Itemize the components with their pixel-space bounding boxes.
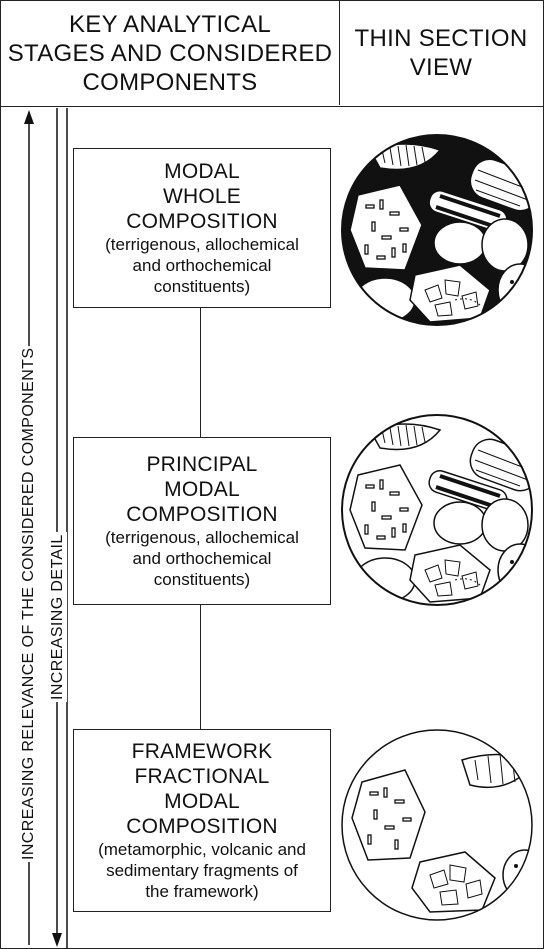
stage-2-title-line-1: PRINCIPAL: [146, 452, 257, 477]
stage-2-title-line-2: MODAL: [164, 477, 240, 502]
thin-section-modal-whole: [342, 135, 544, 325]
stage-3-title-line-1: FRAMEWORK: [132, 739, 273, 764]
stage-2-desc-line-2: and orthochemical: [133, 548, 272, 569]
thin-section-principal-modal: [342, 415, 544, 605]
stage-connector-2-3: [200, 605, 201, 729]
stage-box-principal-modal: PRINCIPAL MODAL COMPOSITION (terrigenous…: [73, 437, 331, 605]
stage-box-modal-whole: MODAL WHOLE COMPOSITION (terrigenous, al…: [73, 148, 331, 308]
stage-1-title-line-1: MODAL: [164, 159, 240, 184]
stage-2-desc-line-3: constituents): [154, 569, 250, 590]
stage-2-title-line-3: COMPOSITION: [126, 502, 278, 527]
stage-3-title-line-3: MODAL: [164, 789, 240, 814]
stage-3-desc-line-1: (metamorphic, volcanic and: [98, 839, 306, 860]
stage-1-desc-line-1: (terrigenous, allochemical: [105, 234, 299, 255]
stage-3-desc-line-2: sedimentary fragments of: [106, 860, 298, 881]
stage-box-framework-fractional: FRAMEWORK FRACTIONAL MODAL COMPOSITION (…: [73, 729, 331, 912]
stage-1-desc-line-2: and orthochemical: [133, 255, 272, 276]
stage-3-desc-line-3: the framework): [145, 881, 258, 902]
stage-connector-1-2: [200, 308, 201, 437]
stage-1-title-line-3: COMPOSITION: [126, 209, 278, 234]
stage-3-title-line-2: FRACTIONAL: [134, 764, 269, 789]
axis-detail-arrow: [52, 108, 62, 947]
thin-section-framework-fractional: [342, 730, 544, 920]
axis-detail-label: INCREASING DETAIL: [49, 532, 67, 702]
stage-3-title-line-4: COMPOSITION: [126, 814, 278, 839]
stage-1-title-line-2: WHOLE: [163, 184, 241, 209]
axis-relevance-label: INCREASING RELEVANCE OF THE CONSIDERED C…: [20, 346, 38, 862]
stage-2-desc-line-1: (terrigenous, allochemical: [105, 527, 299, 548]
stage-1-desc-line-3: constituents): [154, 276, 250, 297]
